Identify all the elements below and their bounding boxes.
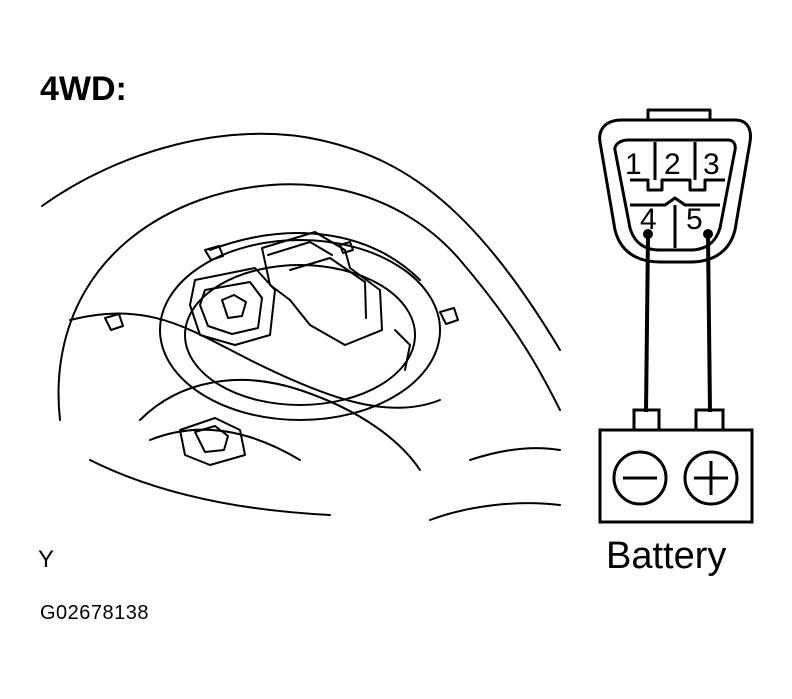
body-contour [41, 132, 561, 351]
bracket [179, 417, 246, 466]
plug-housing [261, 231, 383, 346]
connector-shell [598, 118, 752, 264]
battery-body [598, 428, 754, 524]
body-contour [57, 183, 561, 421]
connector-face [613, 138, 737, 252]
panel-edge [149, 428, 301, 461]
bolt [439, 307, 459, 325]
pin-divider [630, 178, 725, 192]
pump-mount [159, 239, 441, 421]
battery-label: Battery [606, 535, 727, 577]
bolt [104, 313, 124, 331]
battery-terminal-negative [632, 408, 661, 432]
figure-code: G02678138 [40, 602, 150, 624]
body-contour [209, 232, 421, 281]
pin-2-label: 2 [664, 148, 681, 181]
bolt [204, 245, 224, 261]
body-contour [89, 459, 331, 516]
pin-1-label: 1 [625, 148, 642, 181]
plus-icon [683, 450, 739, 506]
pump-mount-inner [184, 264, 416, 406]
panel-edge [139, 379, 421, 471]
pin-5-label: 5 [686, 203, 703, 236]
body-contour [469, 447, 561, 461]
pin-3-label: 3 [703, 148, 720, 181]
bolt [339, 241, 354, 254]
view-marker: Y [38, 546, 55, 573]
pin-4-label: 4 [640, 203, 657, 236]
lead-wire-negative [644, 235, 650, 413]
panel-edge [69, 312, 441, 409]
lead-wire-positive [706, 235, 712, 413]
sensor-connector [189, 267, 276, 346]
minus-icon [612, 450, 668, 506]
pin-5-probe [703, 229, 713, 239]
battery-terminal-positive [694, 408, 725, 432]
page-title: 4WD: [40, 70, 127, 108]
connector-latch [646, 108, 712, 120]
pin-4-probe [643, 229, 653, 239]
body-contour [429, 502, 561, 521]
pin-divider [630, 196, 720, 207]
